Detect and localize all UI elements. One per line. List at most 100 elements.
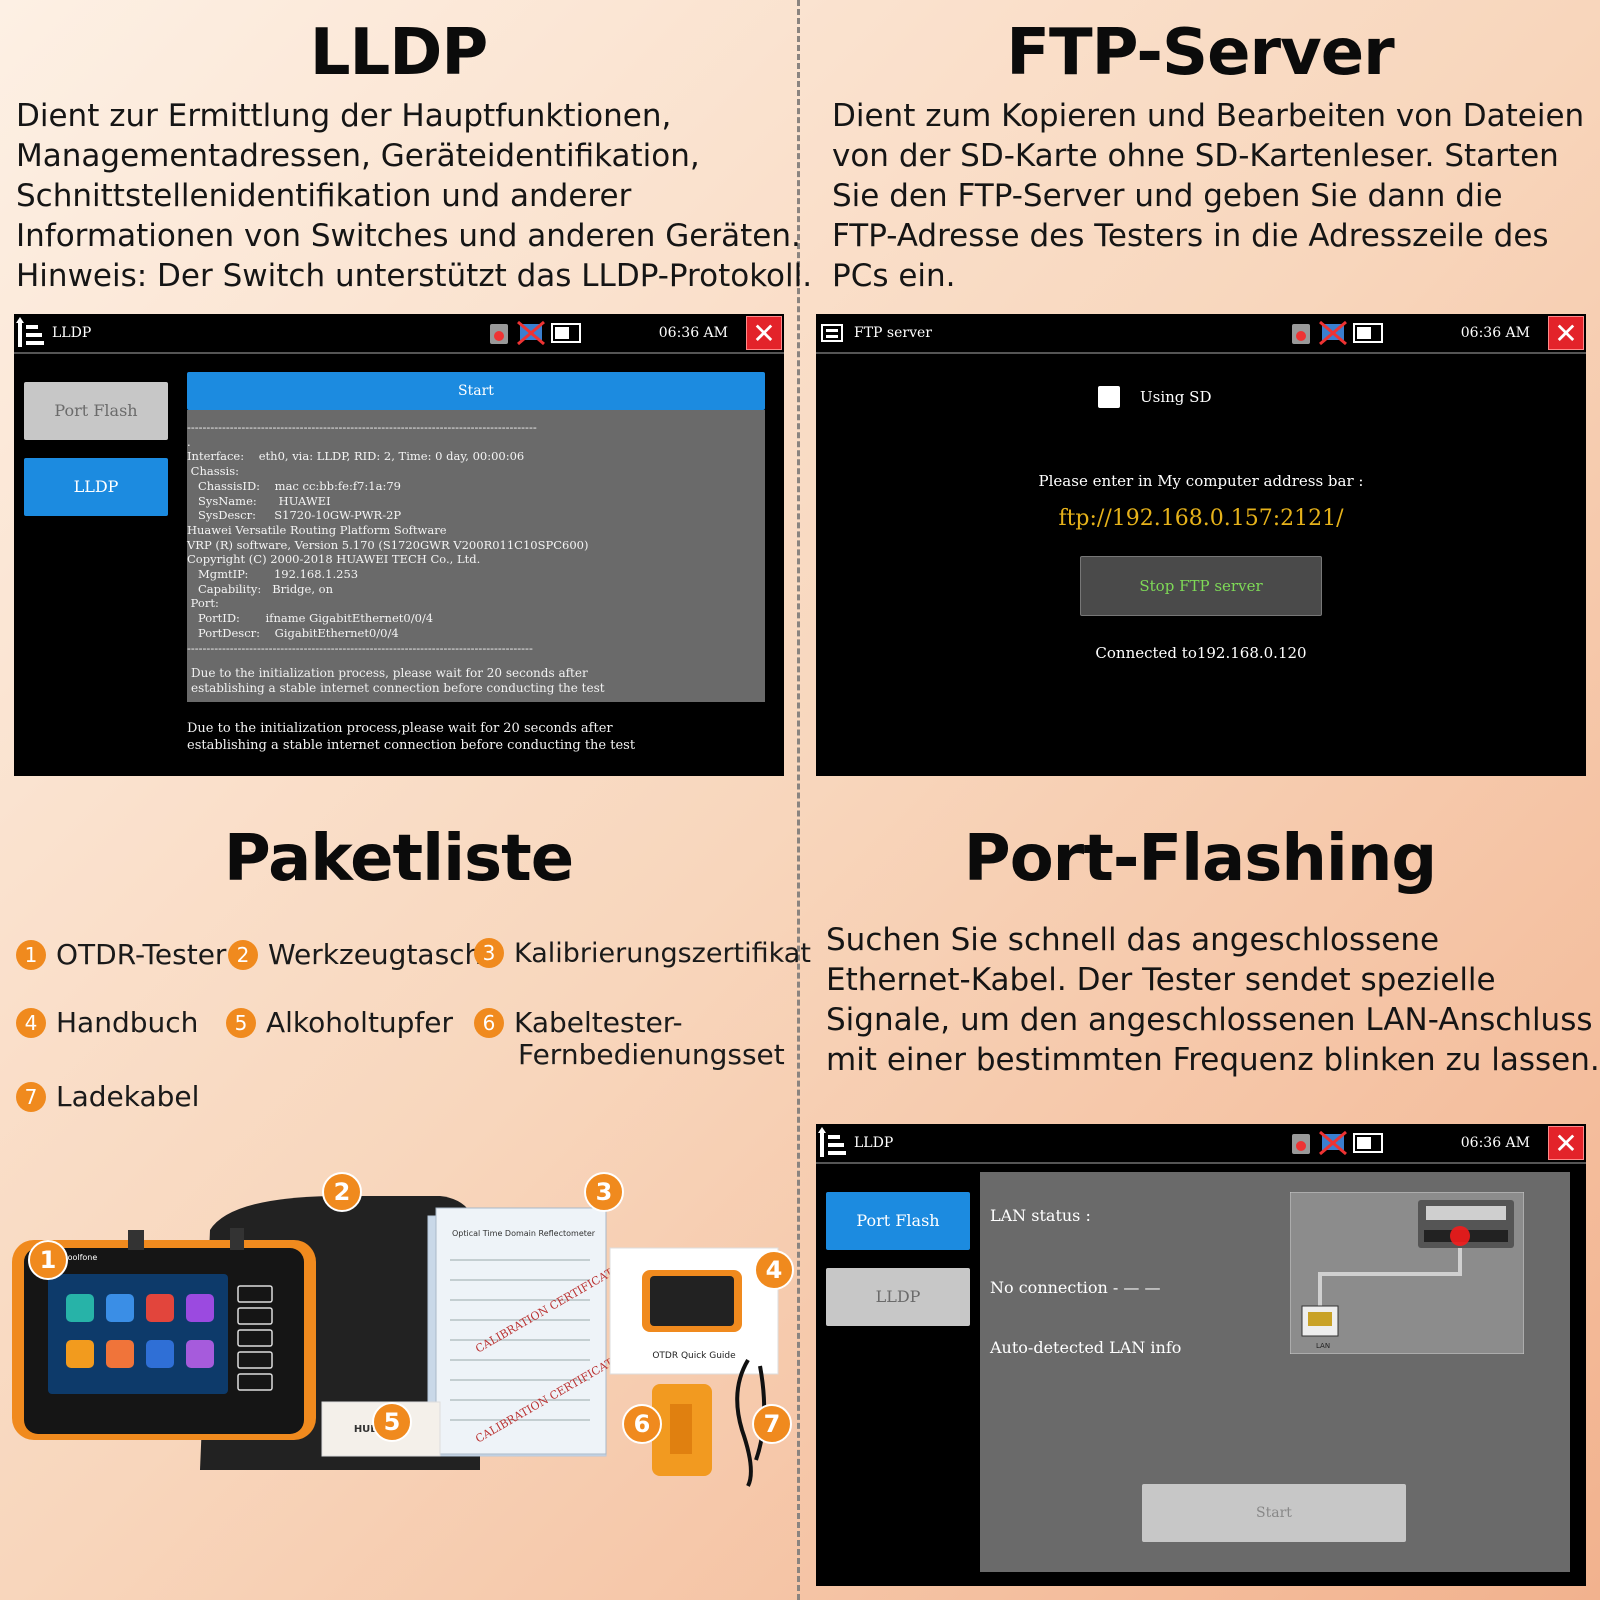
ftp-heading: FTP-Server	[1006, 16, 1394, 90]
portflash-screen: LLDP 06:36 AM ✕ Port Flash LLDP LAN stat…	[816, 1124, 1586, 1586]
ftp-desc-line: Sie den FTP-Server und geben Sie dann di…	[832, 178, 1503, 214]
ftp-connected-status: Connected to192.168.0.120	[1095, 644, 1307, 662]
portflash-topbar: LLDP 06:36 AM ✕	[816, 1124, 1586, 1164]
start-button[interactable]: Start	[1142, 1484, 1406, 1542]
lldp-button[interactable]: LLDP	[24, 458, 168, 516]
lan-label: LAN	[1316, 1342, 1330, 1350]
portflash-description: Suchen Sie schnell das angeschlossene Et…	[826, 920, 1600, 1080]
lldp-desc-line: Hinweis: Der Switch unterstützt das LLDP…	[16, 258, 813, 294]
calibration-certificate	[427, 1207, 607, 1457]
item-number: 2	[228, 940, 258, 970]
ftp-desc-line: PCs ein.	[832, 258, 956, 294]
ftp-screen-title: FTP server	[854, 325, 932, 341]
flashing-port-indicator	[1450, 1226, 1470, 1246]
close-icon[interactable]: ✕	[746, 316, 782, 350]
ftp-server-icon	[821, 324, 843, 342]
ethernet-cable	[1318, 1248, 1462, 1308]
lldp-heading: LLDP	[309, 16, 489, 90]
lldp-app-icon	[16, 317, 44, 347]
callout-number: 4	[754, 1250, 794, 1290]
callout-number: 5	[372, 1402, 412, 1442]
lldp-button[interactable]: LLDP	[826, 1268, 970, 1326]
auto-detected-lan-info: Auto-detected LAN info	[990, 1338, 1182, 1357]
package-contents-illustration: Optical Time Domain Reflectometer CALIBR…	[12, 1196, 779, 1487]
guide-device-screen	[650, 1276, 734, 1326]
lldp-desc-line: Managementadressen, Geräteidentifikation…	[16, 138, 700, 174]
item-label: Kabeltester-	[514, 1006, 683, 1039]
portflash-desc-line: mit einer bestimmten Frequenz blinken zu…	[826, 1042, 1600, 1078]
port-flash-button[interactable]: Port Flash	[24, 382, 168, 440]
item-label: OTDR-Tester	[56, 938, 227, 971]
package-item: 3 Kalibrierungszertifikat	[474, 938, 811, 969]
status-icons	[1292, 320, 1383, 346]
item-label: Ladekabel	[56, 1080, 200, 1113]
port-flash-button[interactable]: Port Flash	[826, 1192, 970, 1250]
lldp-clock: 06:36 AM	[658, 325, 728, 341]
using-sd-checkbox[interactable]	[1098, 386, 1120, 408]
callout-number: 1	[28, 1240, 68, 1280]
device-brand: Coolfone	[62, 1253, 97, 1262]
lan-diagram: LAN	[1290, 1192, 1524, 1354]
vertical-divider	[797, 0, 800, 1600]
portflash-screen-title: LLDP	[854, 1135, 894, 1151]
start-button[interactable]: Start	[187, 372, 765, 410]
package-item: 1 OTDR-Tester	[16, 938, 226, 971]
package-item: 7 Ladekabel	[16, 1080, 199, 1113]
status-icons	[490, 320, 581, 346]
using-sd-label: Using SD	[1140, 388, 1212, 406]
lldp-app-icon	[818, 1127, 846, 1157]
item-number: 1	[16, 940, 46, 970]
item-label: Werkzeugtasche	[268, 938, 500, 971]
lldp-description: Dient zur Ermittlung der Hauptfunktionen…	[16, 96, 813, 296]
portflash-desc-line: Signale, um den angeschlossenen LAN-Ansc…	[826, 1002, 1593, 1038]
item-number: 6	[474, 1008, 504, 1038]
lldp-screen-title: LLDP	[52, 325, 92, 341]
portflash-clock: 06:36 AM	[1460, 1135, 1530, 1151]
lldp-output-text: ----------------------------------------…	[187, 420, 589, 655]
lldp-inner-note: Due to the initialization process, pleas…	[191, 666, 605, 695]
lldp-topbar: LLDP 06:36 AM ✕	[14, 314, 784, 354]
ftp-screen: FTP server 06:36 AM ✕ Using SD Please en…	[816, 314, 1586, 776]
package-item: 2 Werkzeugtasche	[228, 938, 500, 971]
lldp-desc-line: Dient zur Ermittlung der Hauptfunktionen…	[16, 98, 672, 134]
lldp-footer-note: Due to the initialization process,please…	[187, 721, 636, 753]
ftp-desc-line: FTP-Adresse des Testers in die Adresszei…	[832, 218, 1549, 254]
lldp-output-panel: ----------------------------------------…	[187, 410, 765, 702]
lldp-screen: LLDP 06:36 AM ✕ Port Flash LLDP Start --…	[14, 314, 784, 776]
close-icon[interactable]: ✕	[1548, 1126, 1584, 1160]
callout-number: 7	[752, 1404, 792, 1444]
lldp-desc-line: Schnittstellenidentifikation und anderer	[16, 178, 632, 214]
callout-number: 6	[622, 1404, 662, 1444]
ftp-description: Dient zum Kopieren und Bearbeiten von Da…	[832, 96, 1592, 296]
close-icon[interactable]: ✕	[1548, 316, 1584, 350]
ftp-desc-line: von der SD-Karte ohne SD-Kartenleser. St…	[832, 138, 1559, 174]
guide-label: OTDR Quick Guide	[652, 1351, 736, 1361]
item-number: 3	[474, 938, 504, 968]
lan-status-panel: LAN status : No connection - — — Auto-de…	[980, 1172, 1570, 1572]
status-icons	[1292, 1130, 1383, 1156]
remote-port	[670, 1404, 692, 1454]
portflash-heading: Port-Flashing	[963, 822, 1437, 896]
item-number: 5	[226, 1008, 256, 1038]
portflash-desc-line: Ethernet-Kabel. Der Tester sendet spezie…	[826, 962, 1496, 998]
ftp-desc-line: Dient zum Kopieren und Bearbeiten von Da…	[832, 98, 1585, 134]
ftp-clock: 06:36 AM	[1460, 325, 1530, 341]
item-number: 4	[16, 1008, 46, 1038]
no-connection-text: No connection - — —	[990, 1278, 1161, 1297]
callout-number: 2	[322, 1172, 362, 1212]
otdr-tester	[12, 1228, 316, 1440]
lldp-desc-line: Informationen von Switches und anderen G…	[16, 218, 801, 254]
callout-number: 3	[584, 1172, 624, 1212]
ftp-prompt: Please enter in My computer address bar …	[1038, 472, 1364, 490]
item-label: Kalibrierungszertifikat	[514, 938, 811, 969]
ftp-address: ftp://192.168.0.157:2121/	[1058, 506, 1344, 531]
cert-title: Optical Time Domain Reflectometer	[452, 1229, 596, 1238]
lan-status-label: LAN status :	[990, 1206, 1091, 1225]
package-item-continued: Fernbedienungsset	[518, 1038, 785, 1071]
item-number: 7	[16, 1082, 46, 1112]
stop-ftp-button[interactable]: Stop FTP server	[1080, 556, 1322, 616]
paket-heading: Paketliste	[223, 822, 574, 896]
ftp-topbar: FTP server 06:36 AM ✕	[816, 314, 1586, 354]
